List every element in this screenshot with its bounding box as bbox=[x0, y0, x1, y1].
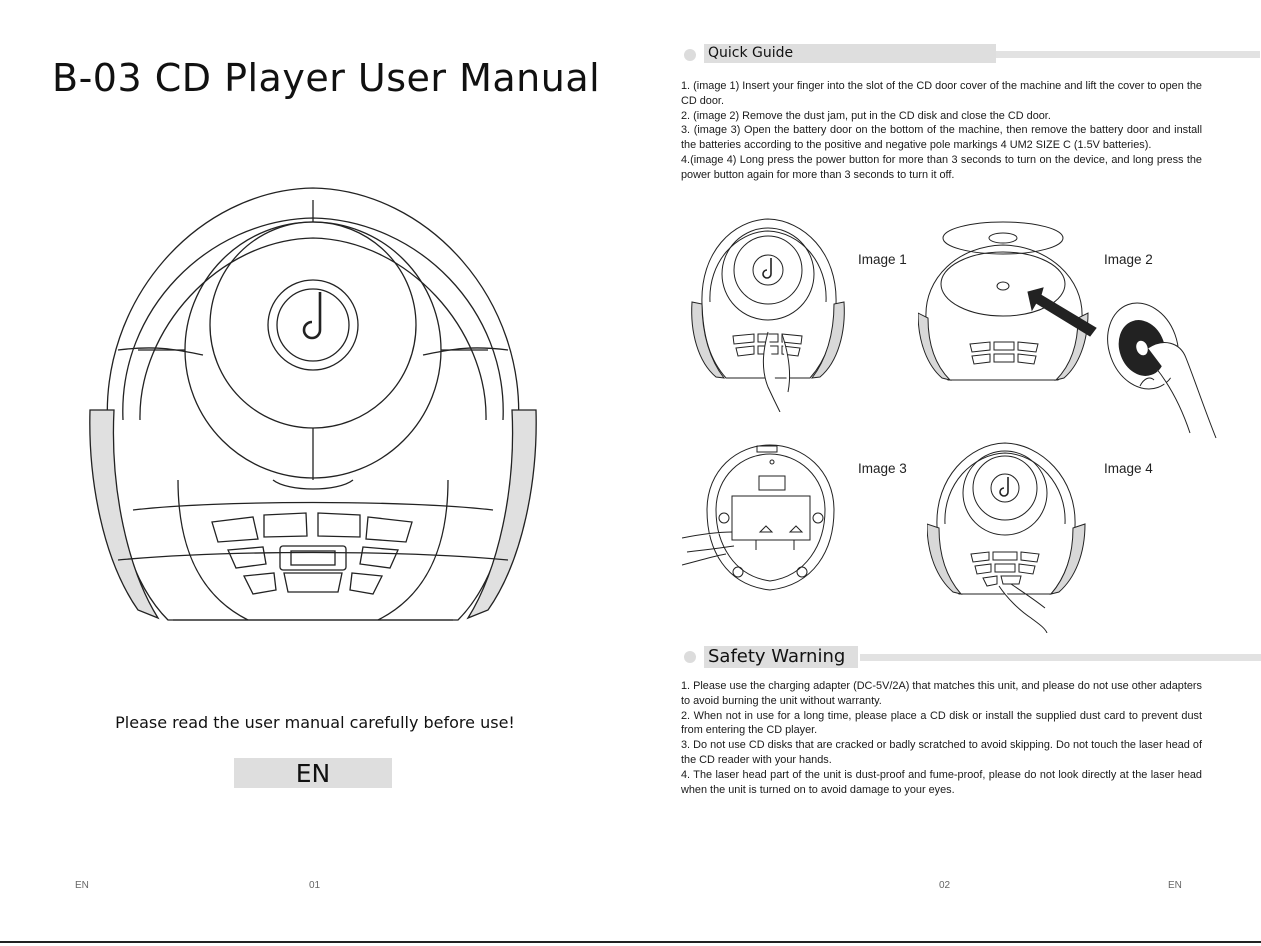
manual-title: B-03 CD Player User Manual bbox=[52, 56, 601, 100]
section-rule bbox=[996, 51, 1260, 58]
image-4-power-on bbox=[927, 442, 1086, 633]
image-1-open-door bbox=[691, 218, 845, 412]
read-manual-notice: Please read the user manual carefully be… bbox=[115, 713, 515, 732]
safety-warning-title: Safety Warning bbox=[704, 646, 858, 668]
safety-warning-heading: Safety Warning bbox=[684, 646, 1261, 668]
safety-warning-item: 3. Do not use CD disks that are cracked … bbox=[681, 739, 1202, 766]
image-2-insert-cd bbox=[918, 221, 1217, 439]
safety-warning-item: 4. The laser head part of the unit is du… bbox=[681, 768, 1202, 796]
quick-guide-title: Quick Guide bbox=[704, 44, 996, 63]
safety-warning-item: 2. When not in use for a long time, plea… bbox=[681, 709, 1202, 737]
quick-guide-step: 4.(image 4) Long press the power button … bbox=[681, 153, 1202, 181]
quick-guide-steps: 1. (image 1) Insert your finger into the… bbox=[681, 79, 1202, 183]
footer-page-number: 02 bbox=[939, 880, 951, 891]
image-3-label: Image 3 bbox=[858, 461, 907, 476]
bullet-dot-icon bbox=[684, 49, 696, 61]
safety-warning-item: 1. Please use the charging adapter (DC-5… bbox=[681, 680, 1202, 707]
image-2-label: Image 2 bbox=[1104, 252, 1153, 267]
quick-guide-page: Quick Guide 1. (image 1) Insert your fin… bbox=[630, 0, 1261, 942]
section-rule bbox=[860, 654, 1261, 661]
image-3-battery-door bbox=[682, 444, 835, 591]
footer-page-number: 01 bbox=[309, 880, 321, 891]
quick-guide-step: 3. (image 3) Open the battery door on th… bbox=[681, 124, 1202, 152]
bullet-dot-icon bbox=[684, 651, 696, 663]
quick-guide-step: 1. (image 1) Insert your finger into the… bbox=[681, 80, 1202, 107]
quick-guide-step: 2. (image 2) Remove the dust jam, put in… bbox=[681, 109, 1051, 122]
language-badge: EN bbox=[234, 758, 392, 788]
footer-language: EN bbox=[1168, 880, 1182, 891]
image-1-label: Image 1 bbox=[858, 252, 907, 267]
page-bottom-rule bbox=[0, 941, 1261, 943]
quick-guide-heading: Quick Guide bbox=[684, 44, 1260, 66]
safety-warning-items: 1. Please use the charging adapter (DC-5… bbox=[681, 679, 1202, 797]
cd-player-illustration bbox=[89, 187, 537, 621]
cover-page: B-03 CD Player User Manual bbox=[0, 0, 630, 942]
image-4-label: Image 4 bbox=[1104, 461, 1153, 476]
footer-language: EN bbox=[75, 880, 89, 891]
